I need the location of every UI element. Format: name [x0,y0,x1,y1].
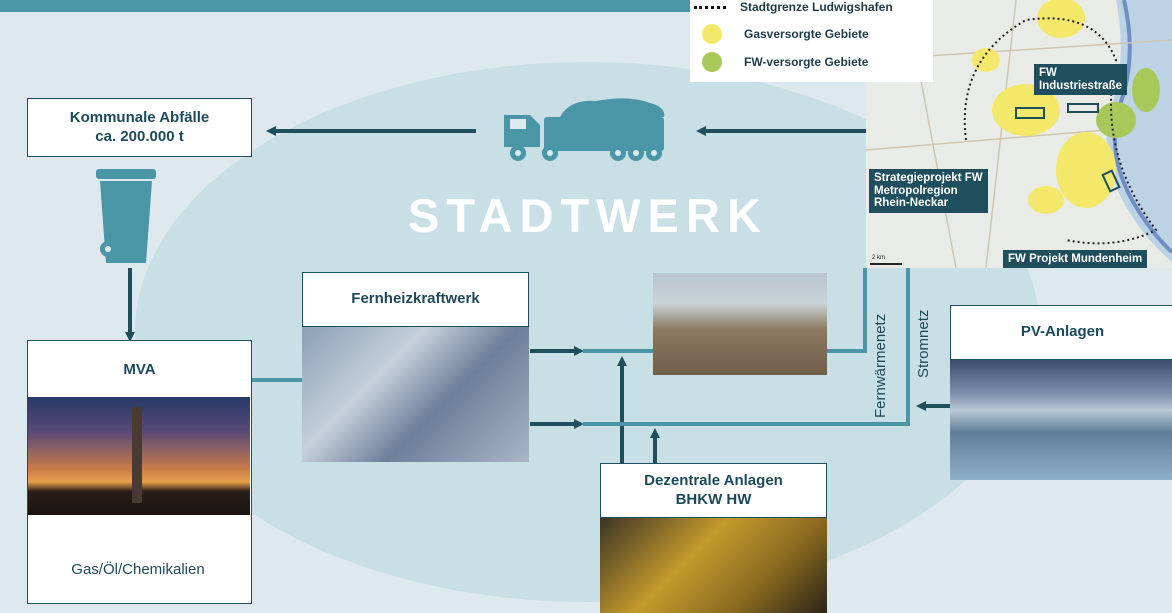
dezentrale-line2: BHKW HW [675,490,752,508]
map-label-mundenheim: FW Projekt Mundenheim [1003,250,1148,268]
map-label-strategie-line2: Metropolregion [874,184,958,197]
fernheizkraftwerk-title: Fernheizkraftwerk [351,290,480,308]
kommunale-abfaelle-line1: Kommunale Abfälle [69,108,210,126]
yellow-dot-icon [702,24,722,44]
legend-item-gas: Gasversorgte Gebiete [690,24,869,44]
map-legend: Stadtgrenze Ludwigshafen Gasversorgte Ge… [690,0,933,82]
mva-photo [28,397,250,515]
fernwaermenetz-label: Fernwärmenetz [872,313,889,418]
dotted-line-icon [694,5,726,9]
map-label-industriestrasse-line1: FW [1039,67,1057,79]
mva-title: MVA [123,360,156,378]
map-label-strategie-line1: Strategieprojekt FW [874,172,983,184]
inputs-label: Gas/Öl/Chemikalien [71,561,205,578]
pipe-strom [583,268,910,426]
mva-panel: MVA [27,340,252,604]
stadtwerk-title: STADTWERK [408,189,768,242]
legend-item-fw: FW-versorgte Gebiete [690,52,868,72]
legend-label-stadtgrenze: Stadtgrenze Ludwigshafen [740,0,893,14]
fernheizkraftwerk-photo [302,327,529,462]
map-label-strategieprojekt: Strategieprojekt FW Metropolregion Rhein… [869,169,988,213]
green-dot-icon [702,52,722,72]
map-graphics [866,0,1172,268]
fernheizkraftwerk-box: Fernheizkraftwerk [302,272,529,327]
kommunale-abfaelle-box: Kommunale Abfälle ca. 200.000 t [27,98,252,157]
dezentrale-line1: Dezentrale Anlagen [644,471,783,489]
chimney-shape [132,407,142,503]
pv-photo [950,360,1172,480]
map-label-industriestrasse: FW Industriestraße [1034,64,1128,96]
legend-label-gas: Gasversorgte Gebiete [744,27,869,41]
top-accent-bar [0,0,690,12]
waste-bin-icon [96,169,156,263]
map-label-industriestrasse-line2: Industriestraße [1039,79,1123,92]
pv-anlagen-title: PV-Anlagen [1020,323,1105,341]
pipeline-trench-photo [653,273,827,375]
dezentrale-anlagen-box: Dezentrale Anlagen BHKW HW [600,463,827,518]
map-label-strategie-line3: Rhein-Neckar [874,197,949,210]
legend-label-fw: FW-versorgte Gebiete [744,55,869,69]
map-scale: 2 km [872,255,886,261]
pv-anlagen-box: PV-Anlagen [950,305,1172,360]
truck-icon [504,98,665,161]
city-map: 2 km FW Industriestraße Strategieprojekt… [866,0,1172,268]
bhkw-photo [600,518,827,613]
kommunale-abfaelle-line2: ca. 200.000 t [95,127,184,145]
stromnetz-label: Stromnetz [915,309,932,378]
legend-item-stadtgrenze: Stadtgrenze Ludwigshafen [690,0,893,14]
